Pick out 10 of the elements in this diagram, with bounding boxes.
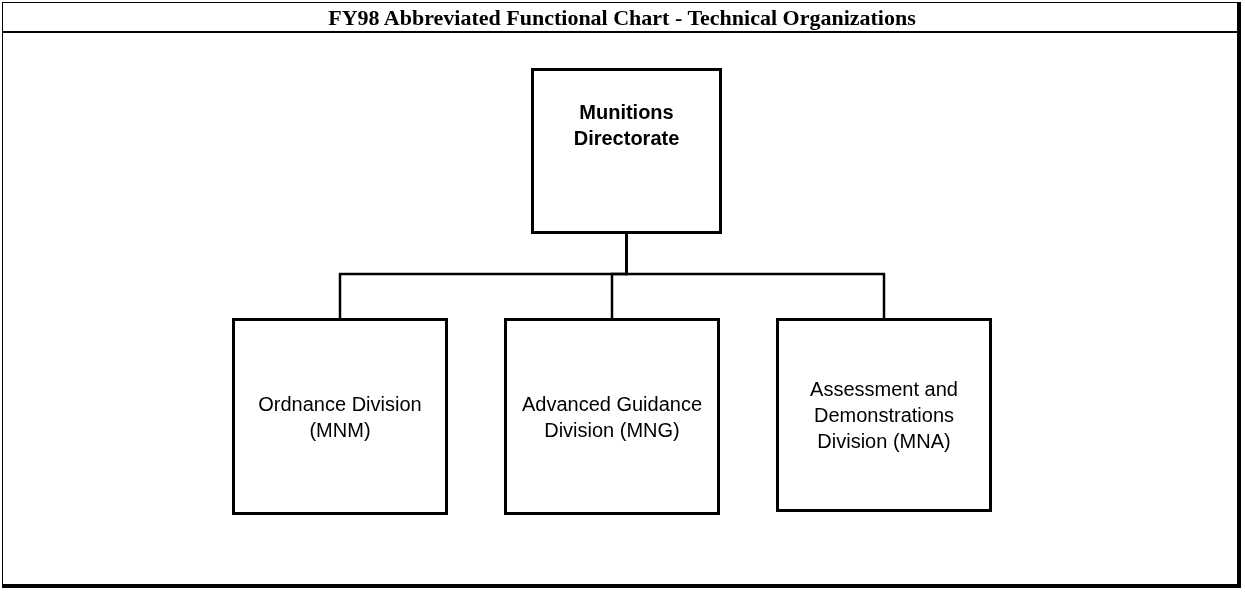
division-name: Advanced Guidance Division (MNG): [520, 391, 704, 443]
org-box: [531, 68, 722, 234]
org-box: [504, 318, 720, 515]
connector-line: [625, 234, 886, 318]
directorate-name: Munitions Directorate: [572, 100, 681, 151]
division-name: Assessment and Demonstrations Division (MNA): [809, 377, 959, 454]
org-box: [232, 318, 448, 515]
org-box: [776, 318, 992, 512]
chart-title: FY98 Abbreviated Functional Chart - Technical Organizations: [327, 6, 917, 30]
division-name: Ordnance Division (MNM): [257, 391, 423, 443]
